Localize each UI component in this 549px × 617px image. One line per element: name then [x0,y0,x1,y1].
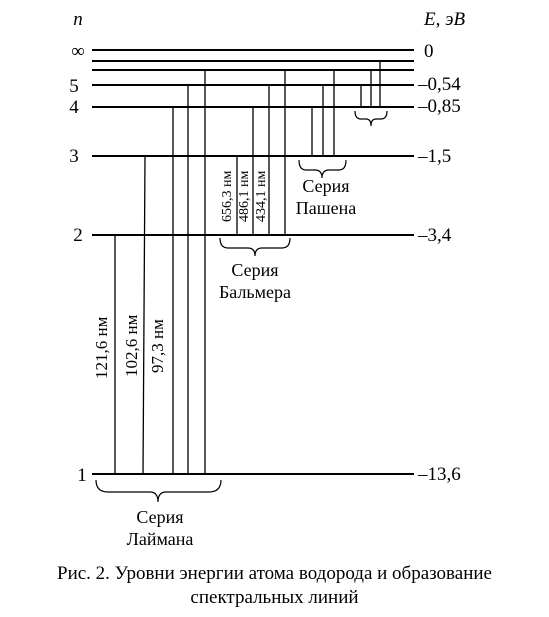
brackett-transitions [360,61,381,107]
energy-2: –3,4 [417,225,452,246]
energy-inf: 0 [424,41,434,62]
n-label-2: 2 [73,225,83,246]
n-label-5: 5 [69,76,79,97]
energy-1: –13,6 [417,464,461,485]
level-n-labels: ∞ 5 4 3 2 1 [69,41,87,486]
paschen-label-line2: Пашена [296,198,356,218]
energy-3: –1,5 [417,146,451,167]
brackett-brace [354,110,388,127]
energy-axis-label: E, эВ [423,9,465,30]
paschen-label-line1: Серия [302,176,349,196]
n-axis-label: n [73,9,83,30]
wavelength-labels: 121,6 нм 102,6 нм 97,3 нм [92,314,167,379]
paschen-transitions [311,70,335,156]
n-label-1: 1 [77,465,87,486]
paschen-brace [298,159,347,179]
wavelength-lyman-3: 97,3 нм [148,319,167,373]
lyman-line-3-1 [142,155,146,475]
balmer-label-line1: Серия [231,260,278,280]
energy-4: –0,85 [417,96,461,117]
n-label-4: 4 [69,97,79,118]
wavelength-balmer-2: 486,1 нм [237,171,252,222]
energy-level-diagram: n E, эВ ∞ 5 4 3 2 1 0 –0,54 –0,85 –1,5 –… [69,9,465,549]
lyman-brace [95,479,222,503]
lyman-transitions [114,70,206,475]
wavelength-lyman-2: 102,6 нм [122,314,141,377]
n-label-inf: ∞ [71,41,85,62]
lyman-label-line2: Лаймана [127,529,194,549]
energy-5: –0,54 [417,74,461,95]
series-labels: Серия Лаймана Серия Бальмера Серия Пашен… [127,176,357,549]
balmer-brace [219,237,291,257]
series-braces [95,110,388,503]
balmer-label-line2: Бальмера [219,282,291,302]
balmer-transitions [236,70,286,235]
wavelength-balmer-1: 656,3 нм [220,171,235,222]
balmer-wavelength-labels: 656,3 нм 486,1 нм 434,1 нм [220,171,269,222]
n-label-3: 3 [69,146,79,167]
caption-line-1: Рис. 2. Уровни энергии атома водорода и … [57,563,492,584]
caption-line-2: спектральных линий [190,587,359,608]
lyman-label-line1: Серия [136,507,183,527]
energy-values: 0 –0,54 –0,85 –1,5 –3,4 –13,6 [417,41,461,485]
wavelength-lyman-1: 121,6 нм [92,316,111,379]
wavelength-balmer-3: 434,1 нм [254,171,269,222]
figure-caption: Рис. 2. Уровни энергии атома водорода и … [0,562,549,610]
